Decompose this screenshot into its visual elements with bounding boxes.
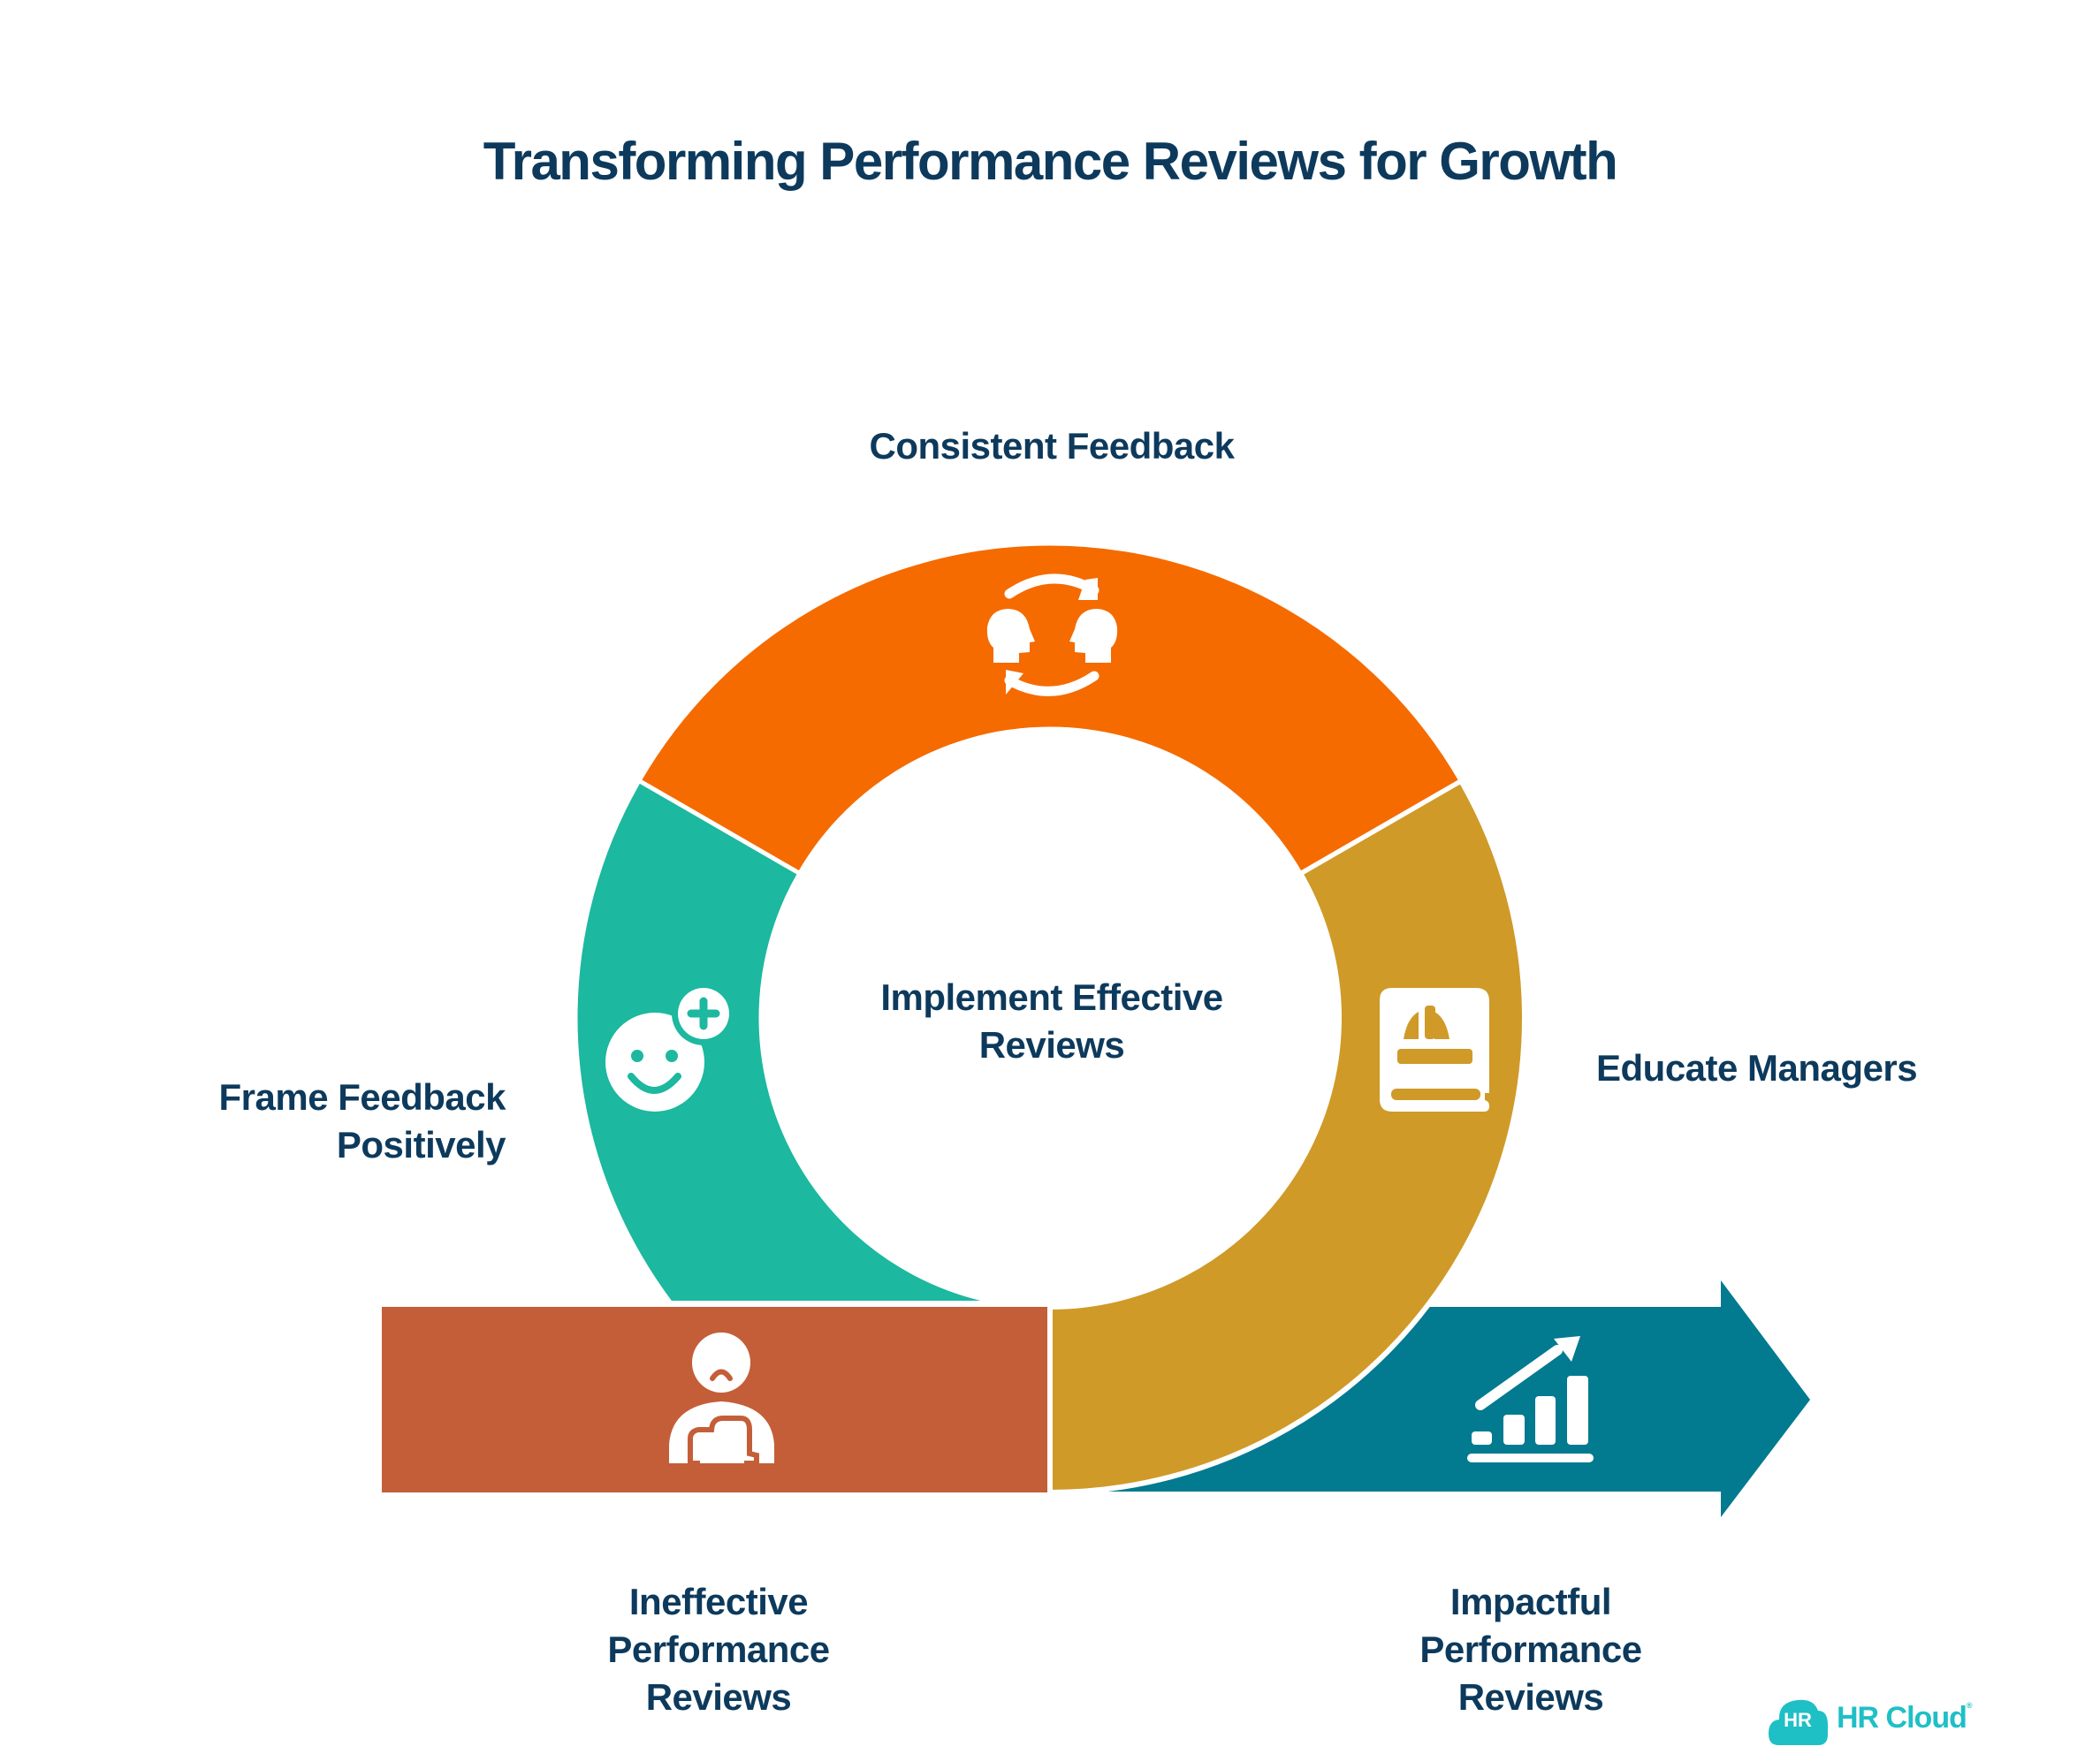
logo-registered-mark: ® xyxy=(1966,1700,1973,1710)
segment-consistent-feedback xyxy=(635,541,1465,877)
growth-chart-icon xyxy=(1467,1336,1594,1462)
label-ineffective-line3: Reviews xyxy=(645,1676,792,1718)
label-ineffective-line1: Ineffective xyxy=(628,1581,809,1622)
smiley-plus-icon xyxy=(605,982,735,1112)
label-impactful-reviews: Impactful Performance Reviews xyxy=(1354,1578,1708,1721)
label-frame-feedback-line2: Positively xyxy=(336,1124,506,1166)
label-educate-managers: Educate Managers xyxy=(1596,1047,1918,1089)
logo-badge-text: HR xyxy=(1784,1709,1812,1731)
center-label: Implement Effective Reviews xyxy=(831,974,1273,1069)
segment-educate-managers xyxy=(1047,777,1527,1496)
label-impactful-line3: Reviews xyxy=(1457,1676,1604,1718)
label-ineffective-reviews: Ineffective Performance Reviews xyxy=(542,1578,895,1721)
diagram-title: Transforming Performance Reviews for Gro… xyxy=(483,132,1618,191)
label-frame-feedback-line1: Frame Feedback xyxy=(218,1076,506,1118)
center-label-line1: Implement Effective xyxy=(880,976,1223,1018)
manager-handbook-icon xyxy=(1380,988,1489,1112)
label-impactful-line2: Performance xyxy=(1419,1629,1642,1670)
label-consistent-feedback: Consistent Feedback xyxy=(869,425,1235,467)
logo-name: HR Cloud xyxy=(1837,1700,1967,1735)
feedback-exchange-icon xyxy=(986,573,1118,696)
sad-person-icon xyxy=(669,1333,774,1466)
hr-cloud-logo: HR HR Cloud® xyxy=(1768,1695,1972,1741)
label-impactful-line1: Impactful xyxy=(1449,1581,1612,1622)
hr-cloud-logo-icon xyxy=(1769,1699,1828,1745)
label-frame-feedback: Frame Feedback Positively xyxy=(150,1074,506,1169)
center-label-line2: Reviews xyxy=(978,1024,1125,1066)
label-ineffective-line2: Performance xyxy=(607,1629,830,1670)
segment-frame-feedback xyxy=(573,778,1003,1301)
